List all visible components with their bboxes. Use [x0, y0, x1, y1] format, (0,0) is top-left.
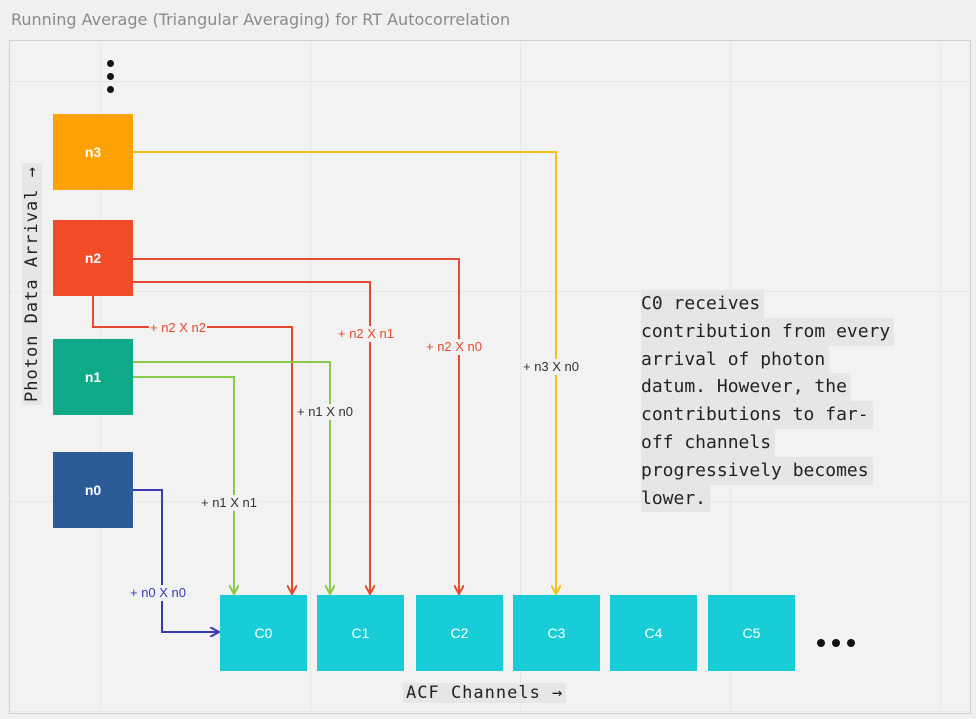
channel-c3-label: C3 [547, 625, 566, 641]
more-channels-ellipsis [817, 639, 862, 647]
wire-n2-c2 [133, 258, 459, 593]
channel-c2-label: C2 [450, 625, 469, 641]
wire-n1-c1 [133, 361, 330, 593]
note-line: contribution from every [641, 317, 895, 346]
axis-y-label: Photon Data Arrival → [22, 163, 42, 405]
arrival-n2: n2 [53, 220, 133, 296]
channel-c1-label: C1 [351, 625, 370, 641]
wire-n1-c0 [133, 376, 234, 593]
note-line: arrival of photon [641, 345, 830, 374]
label-n1-c0: + n1 X n1 [200, 495, 259, 511]
wire-n2-c1 [133, 281, 370, 593]
arrival-n1: n1 [53, 339, 133, 415]
axis-x-label: ACF Channels → [403, 683, 567, 703]
arrival-n0: n0 [53, 452, 133, 528]
label-n1-c1: + n1 X n0 [296, 404, 355, 420]
more-arrivals-ellipsis [107, 60, 117, 99]
label-n2-c2: + n2 X n0 [425, 339, 484, 355]
channel-c3: C3 [513, 595, 600, 671]
wire-n0-c0 [133, 489, 218, 632]
note-line: datum. However, the [641, 373, 851, 402]
note-line: progressively becomes [641, 456, 873, 485]
channel-c0-label: C0 [254, 625, 273, 641]
wire-n3-c3 [133, 151, 556, 593]
label-n0-c0: + n0 X n0 [129, 585, 188, 601]
arrival-n1-label: n1 [84, 369, 102, 385]
channel-c4: C4 [610, 595, 697, 671]
note-line: off channels [641, 428, 776, 457]
label-n3-c3: + n3 X n0 [522, 359, 581, 375]
channel-c1: C1 [317, 595, 404, 671]
channel-c2: C2 [416, 595, 503, 671]
label-n2-c0: + n2 X n2 [149, 320, 208, 336]
note-line: lower. [641, 484, 711, 513]
note-line: C0 receives [641, 290, 765, 318]
channel-c5: C5 [708, 595, 795, 671]
label-n2-c1: + n2 X n1 [337, 326, 396, 342]
explanation-note: C0 receives contribution from every arri… [641, 290, 941, 513]
channel-c0: C0 [220, 595, 307, 671]
arrival-n0-label: n0 [84, 482, 102, 498]
note-line: contributions to far- [641, 401, 873, 429]
arrival-n3: n3 [53, 114, 133, 190]
page-title: Running Average (Triangular Averaging) f… [11, 10, 511, 29]
arrival-n2-label: n2 [84, 250, 102, 266]
channel-c5-label: C5 [742, 625, 761, 641]
arrival-n3-label: n3 [84, 144, 102, 160]
channel-c4-label: C4 [644, 625, 663, 641]
